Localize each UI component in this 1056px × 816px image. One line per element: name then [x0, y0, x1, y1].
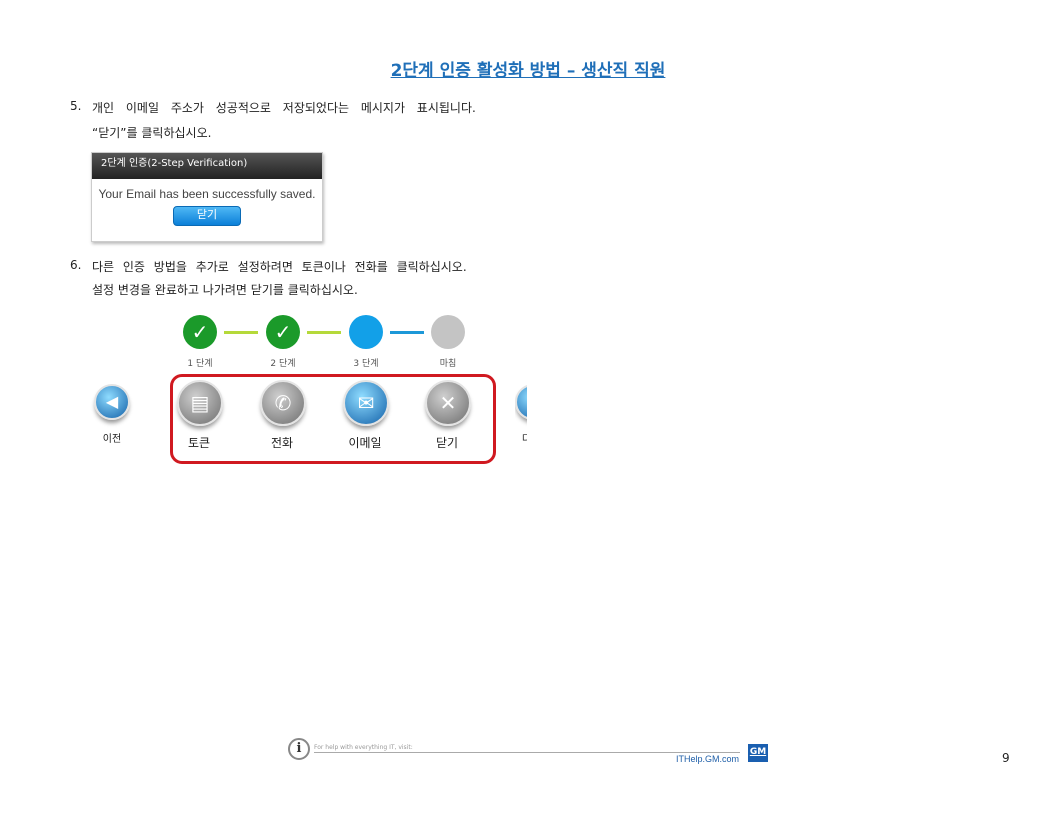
previous-arrow-icon[interactable]: ◀ — [94, 384, 130, 420]
option-close-label[interactable]: 닫기 — [435, 436, 459, 450]
step6-line2: 설정 변경을 완료하고 나가려면 닫기를 클릭하십시오. — [92, 283, 358, 297]
connector-line — [390, 331, 424, 334]
step-label: 1 단계 — [187, 359, 213, 369]
connector-line — [224, 331, 258, 334]
option-token-label[interactable]: 토큰 — [187, 436, 211, 450]
phone-icon[interactable]: ✆ — [260, 380, 306, 426]
next-clipped[interactable]: 다음 — [515, 380, 527, 450]
step-label: 2 단계 — [270, 359, 296, 369]
footer-help-text: For help with everything IT, visit: — [314, 744, 413, 751]
next-arrow-icon[interactable] — [515, 384, 527, 420]
step6-number: 6. — [70, 258, 82, 272]
next-label[interactable]: 다음 — [522, 434, 527, 445]
gm-logo: GM — [748, 744, 768, 762]
option-email-label[interactable]: 이메일 — [348, 436, 382, 450]
token-icon[interactable]: ▤ — [177, 380, 223, 426]
page-title-text: 2단계 인증 활성화 방법 – 생산직 직원 — [390, 61, 666, 81]
email-icon[interactable]: ✉ — [343, 380, 389, 426]
page-number: 9 — [1002, 751, 1010, 765]
step5-number: 5. — [70, 99, 82, 113]
step5-line2: “닫기”를 클릭하십시오. — [92, 126, 212, 140]
step-finish-icon — [431, 315, 465, 349]
step5-line1: 개인 이메일 주소가 성공적으로 저장되었다는 메시지가 표시됩니다. — [92, 101, 476, 115]
option-phone-label[interactable]: 전화 — [270, 436, 294, 450]
success-dialog: 2단계 인증(2-Step Verification) Your Email h… — [91, 152, 323, 242]
footer-rule — [314, 752, 740, 753]
dialog-close-button[interactable]: 닫기 — [173, 206, 241, 226]
step6-line1: 다른 인증 방법을 추가로 설정하려면 토큰이나 전화를 클릭하십시오. — [92, 260, 467, 274]
step-label: 마침 — [439, 359, 457, 369]
options-highlight-box — [170, 374, 496, 464]
step-label: 3 단계 — [353, 359, 379, 369]
connector-line — [307, 331, 341, 334]
step-2-check-icon: ✓ — [266, 315, 300, 349]
dialog-message: Your Email has been successfully saved. — [98, 187, 316, 201]
step-3-current-icon — [349, 315, 383, 349]
footer-url[interactable]: ITHelp.GM.com — [676, 754, 740, 764]
previous-label[interactable]: 이전 — [102, 434, 122, 445]
step-1-check-icon: ✓ — [183, 315, 217, 349]
close-icon[interactable]: ✕ — [425, 380, 471, 426]
dialog-title: 2단계 인증(2-Step Verification) — [92, 153, 322, 179]
info-icon: i — [288, 738, 310, 760]
page-title: 2단계 인증 활성화 방법 – 생산직 직원 — [0, 56, 1056, 81]
